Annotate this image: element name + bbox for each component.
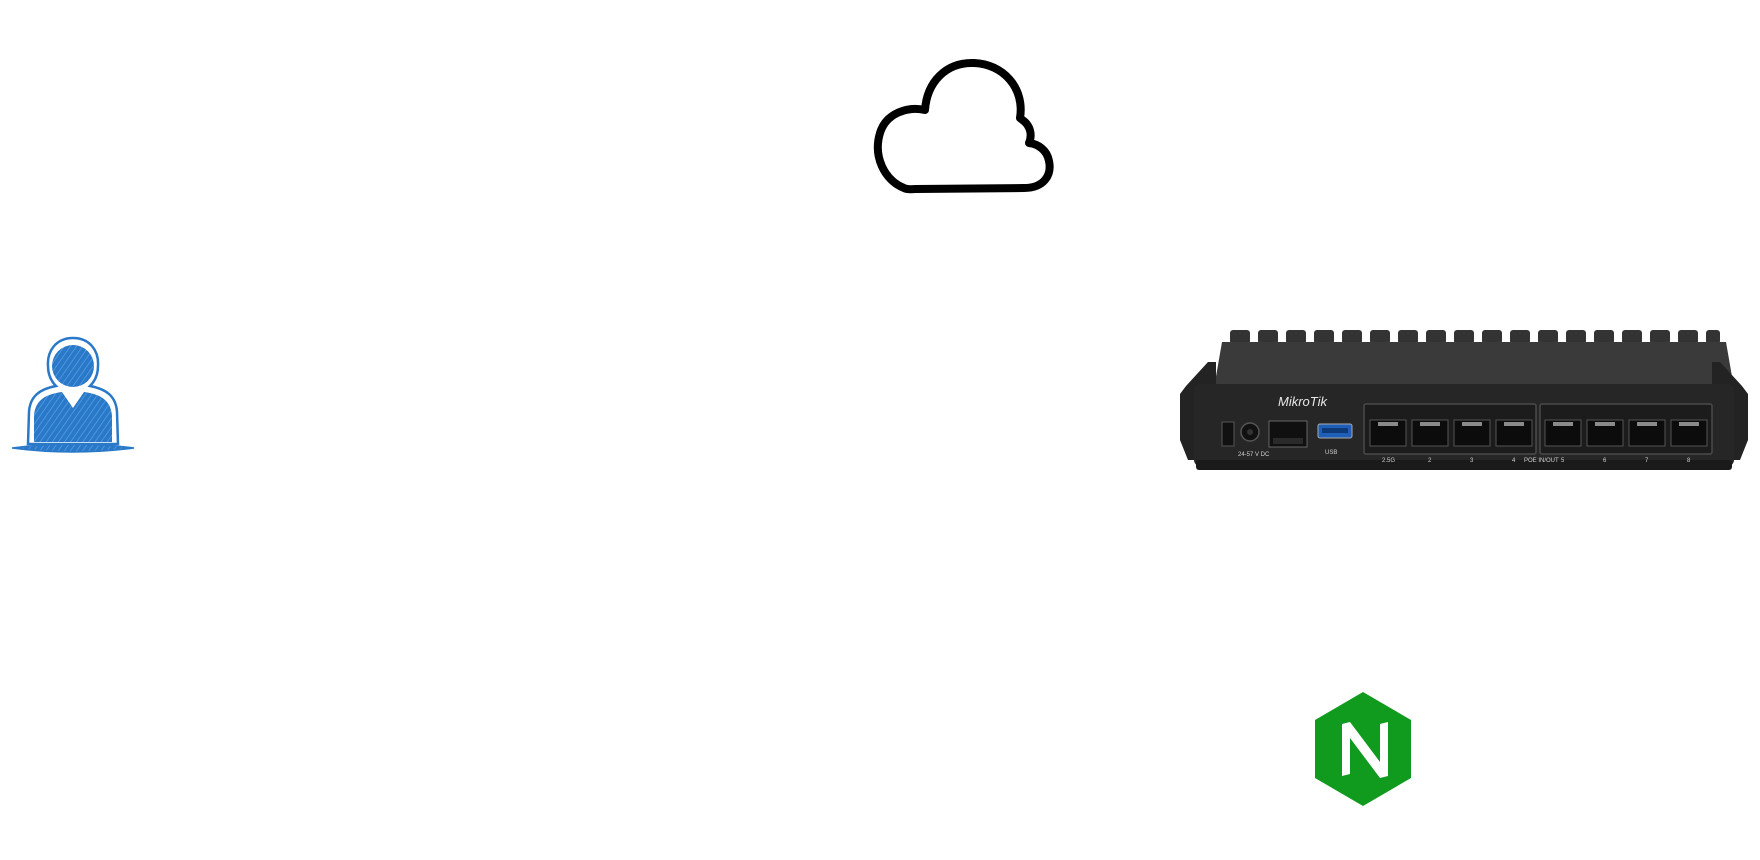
port-label-2: 2 bbox=[1428, 458, 1432, 464]
port-label-1: 2.5G bbox=[1382, 458, 1395, 464]
nginx-icon bbox=[1312, 690, 1414, 808]
user-icon bbox=[10, 336, 136, 456]
port-label-3: 3 bbox=[1470, 458, 1474, 464]
port-label-7: 7 bbox=[1645, 458, 1649, 464]
router-brand: MikroTik bbox=[1278, 394, 1328, 409]
port-label-6: 6 bbox=[1603, 458, 1607, 464]
router-power-label: 24-57 V DC bbox=[1238, 452, 1270, 458]
cloud-icon bbox=[868, 58, 1054, 198]
router-usb-label: USB bbox=[1325, 450, 1337, 456]
router-icon: MikroTik 24-57 V DC USB bbox=[1178, 328, 1750, 474]
port-label-5: 5 bbox=[1561, 458, 1565, 464]
router-poe-label: POE IN/OUT bbox=[1524, 458, 1559, 464]
port-label-8: 8 bbox=[1687, 458, 1691, 464]
port-label-4: 4 bbox=[1512, 458, 1516, 464]
